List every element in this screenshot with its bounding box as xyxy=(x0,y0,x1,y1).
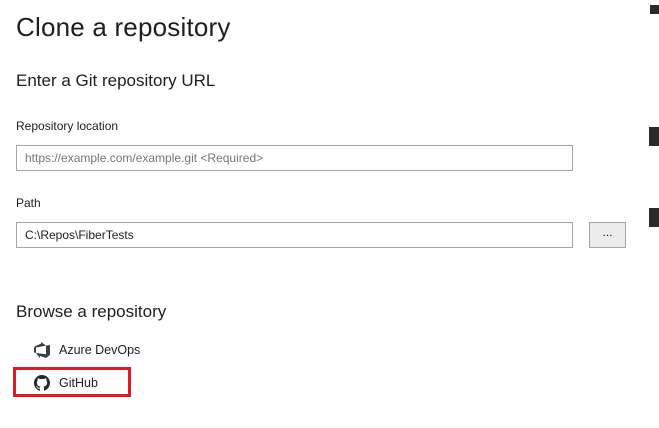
provider-item-label: GitHub xyxy=(59,376,98,390)
azure-devops-icon xyxy=(34,342,50,358)
provider-item-label: Azure DevOps xyxy=(59,343,141,357)
path-label: Path xyxy=(16,196,41,210)
window-edge-fragment xyxy=(649,208,659,227)
url-section-heading: Enter a Git repository URL xyxy=(16,71,216,90)
window-edge-fragment xyxy=(650,5,659,14)
browse-path-button[interactable]: ... xyxy=(589,222,626,248)
repository-location-input[interactable] xyxy=(16,145,573,171)
provider-item-github[interactable]: GitHub xyxy=(34,372,98,394)
page-title: Clone a repository xyxy=(16,12,231,42)
window-edge-fragment xyxy=(649,127,659,146)
provider-item-azure-devops[interactable]: Azure DevOps xyxy=(34,339,140,361)
browse-section-heading: Browse a repository xyxy=(16,302,167,321)
repository-location-label: Repository location xyxy=(16,119,119,133)
github-icon xyxy=(34,375,50,391)
path-input[interactable] xyxy=(16,222,573,248)
